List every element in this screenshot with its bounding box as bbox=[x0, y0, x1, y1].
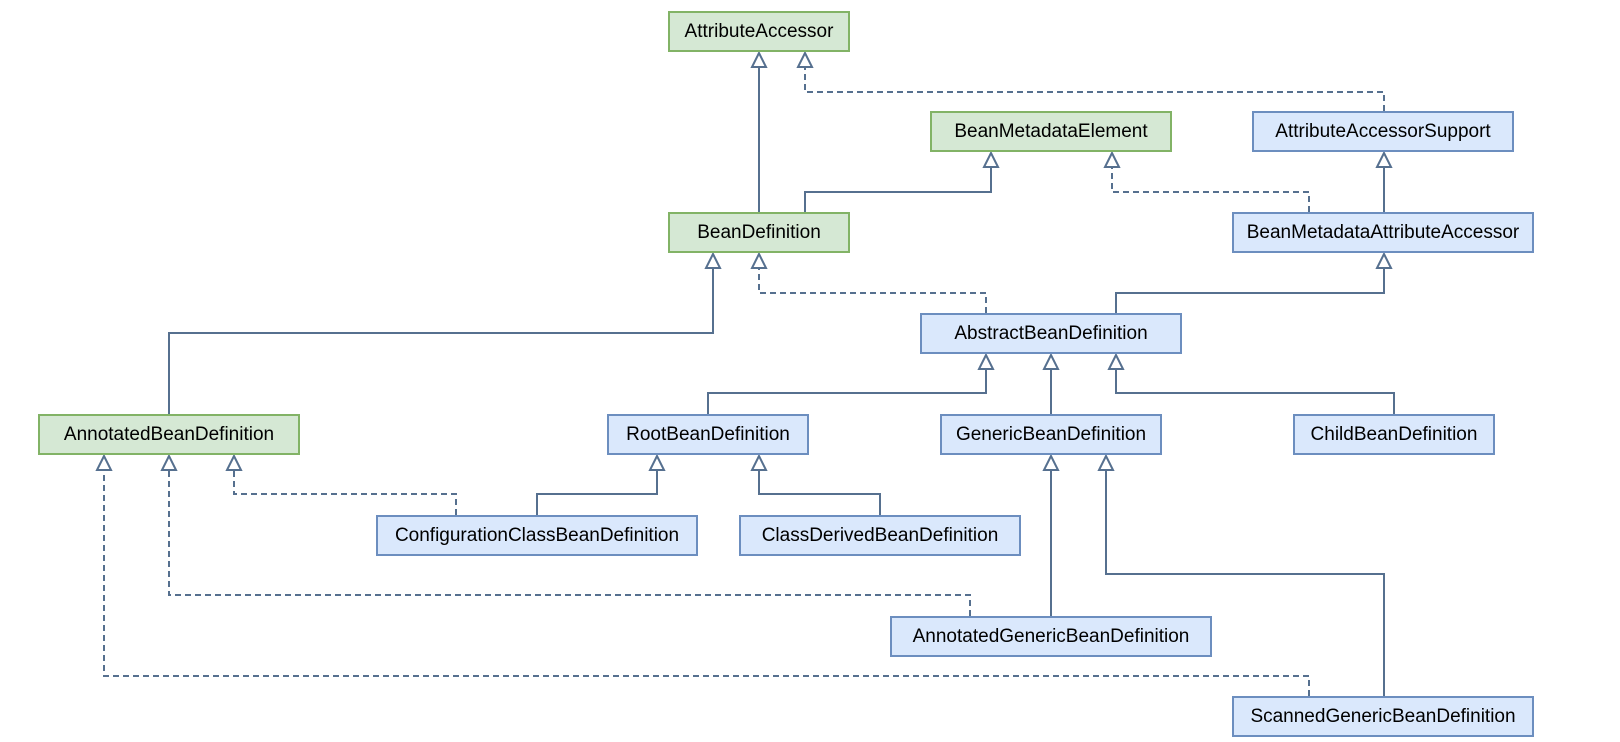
edge-extends-annotated-generic-bean-definition-to-generic-bean-definition bbox=[1042, 453, 1060, 616]
inheritance-arrowhead bbox=[1103, 150, 1121, 168]
node-label: AnnotatedGenericBeanDefinition bbox=[912, 625, 1190, 647]
node-label: ScannedGenericBeanDefinition bbox=[1250, 705, 1516, 727]
node-attribute-accessor: AttributeAccessor bbox=[668, 11, 850, 52]
edge-extends-scanned-generic-bean-definition-to-generic-bean-definition bbox=[1097, 453, 1385, 696]
edge-implements-attribute-accessor-support-to-attribute-accessor bbox=[796, 50, 1385, 111]
edge-extends-child-bean-definition-to-abstract-bean-definition bbox=[1107, 352, 1395, 414]
edge-extends-class-derived-bean-definition-to-root-bean-definition bbox=[750, 453, 881, 515]
node-label: ConfigurationClassBeanDefinition bbox=[394, 524, 680, 546]
inheritance-arrowhead bbox=[796, 50, 814, 68]
inheritance-arrowhead bbox=[750, 453, 768, 471]
node-abstract-bean-definition: AbstractBeanDefinition bbox=[920, 313, 1182, 354]
inheritance-arrowhead bbox=[982, 150, 1000, 168]
edge-extends-bean-metadata-attribute-accessor-to-attribute-accessor-support bbox=[1375, 150, 1393, 212]
inheritance-arrowhead bbox=[648, 453, 666, 471]
edge-implements-abstract-bean-definition-to-bean-definition bbox=[750, 251, 987, 313]
inheritance-arrowhead bbox=[977, 352, 995, 370]
node-label: AnnotatedBeanDefinition bbox=[63, 423, 275, 445]
node-child-bean-definition: ChildBeanDefinition bbox=[1293, 414, 1495, 455]
inheritance-arrowhead bbox=[750, 251, 768, 269]
node-configuration-class-bean-definition: ConfigurationClassBeanDefinition bbox=[376, 515, 698, 556]
inheritance-arrowhead bbox=[750, 50, 768, 68]
node-bean-definition: BeanDefinition bbox=[668, 212, 850, 253]
edge-implements-bean-metadata-attribute-accessor-to-bean-metadata-element bbox=[1103, 150, 1310, 212]
inheritance-arrowhead bbox=[1375, 150, 1393, 168]
inheritance-arrowhead bbox=[1375, 251, 1393, 269]
inheritance-arrowhead bbox=[704, 251, 722, 269]
node-label: ClassDerivedBeanDefinition bbox=[761, 524, 999, 546]
node-label: BeanDefinition bbox=[697, 221, 821, 243]
inheritance-arrowhead bbox=[1097, 453, 1115, 471]
node-label: RootBeanDefinition bbox=[626, 423, 790, 445]
node-label: AttributeAccessorSupport bbox=[1275, 120, 1491, 142]
node-label: GenericBeanDefinition bbox=[955, 423, 1147, 445]
edge-extends-root-bean-definition-to-abstract-bean-definition bbox=[707, 352, 995, 414]
edge-extends-bean-definition-to-attribute-accessor bbox=[750, 50, 768, 212]
edge-extends-annotated-bean-definition-to-bean-definition bbox=[168, 251, 722, 414]
edge-implements-scanned-generic-bean-definition-to-annotated-bean-definition bbox=[95, 453, 1310, 696]
node-attribute-accessor-support: AttributeAccessorSupport bbox=[1252, 111, 1514, 152]
node-label: ChildBeanDefinition bbox=[1310, 423, 1478, 445]
edge-implements-configuration-class-bean-definition-to-annotated-bean-definition bbox=[225, 453, 457, 515]
node-label: AbstractBeanDefinition bbox=[954, 322, 1148, 344]
node-root-bean-definition: RootBeanDefinition bbox=[607, 414, 809, 455]
node-bean-metadata-element: BeanMetadataElement bbox=[930, 111, 1172, 152]
edge-extends-generic-bean-definition-to-abstract-bean-definition bbox=[1042, 352, 1060, 414]
node-label: BeanMetadataAttributeAccessor bbox=[1246, 221, 1520, 243]
edge-extends-abstract-bean-definition-to-bean-metadata-attribute-accessor bbox=[1115, 251, 1393, 313]
edge-extends-configuration-class-bean-definition-to-root-bean-definition bbox=[536, 453, 666, 515]
node-annotated-bean-definition: AnnotatedBeanDefinition bbox=[38, 414, 300, 455]
node-label: AttributeAccessor bbox=[684, 20, 834, 42]
node-annotated-generic-bean-definition: AnnotatedGenericBeanDefinition bbox=[890, 616, 1212, 657]
inheritance-arrowhead bbox=[1042, 453, 1060, 471]
edge-extends-bean-definition-to-bean-metadata-element bbox=[804, 150, 1000, 212]
inheritance-arrowhead bbox=[160, 453, 178, 471]
node-generic-bean-definition: GenericBeanDefinition bbox=[940, 414, 1162, 455]
node-scanned-generic-bean-definition: ScannedGenericBeanDefinition bbox=[1232, 696, 1534, 737]
node-class-derived-bean-definition: ClassDerivedBeanDefinition bbox=[739, 515, 1021, 556]
node-bean-metadata-attribute-accessor: BeanMetadataAttributeAccessor bbox=[1232, 212, 1534, 253]
edge-implements-annotated-generic-bean-definition-to-annotated-bean-definition bbox=[160, 453, 971, 616]
inheritance-arrowhead bbox=[1042, 352, 1060, 370]
inheritance-arrowhead bbox=[1107, 352, 1125, 370]
node-label: BeanMetadataElement bbox=[954, 120, 1148, 142]
inheritance-arrowhead bbox=[95, 453, 113, 471]
inheritance-arrowhead bbox=[225, 453, 243, 471]
